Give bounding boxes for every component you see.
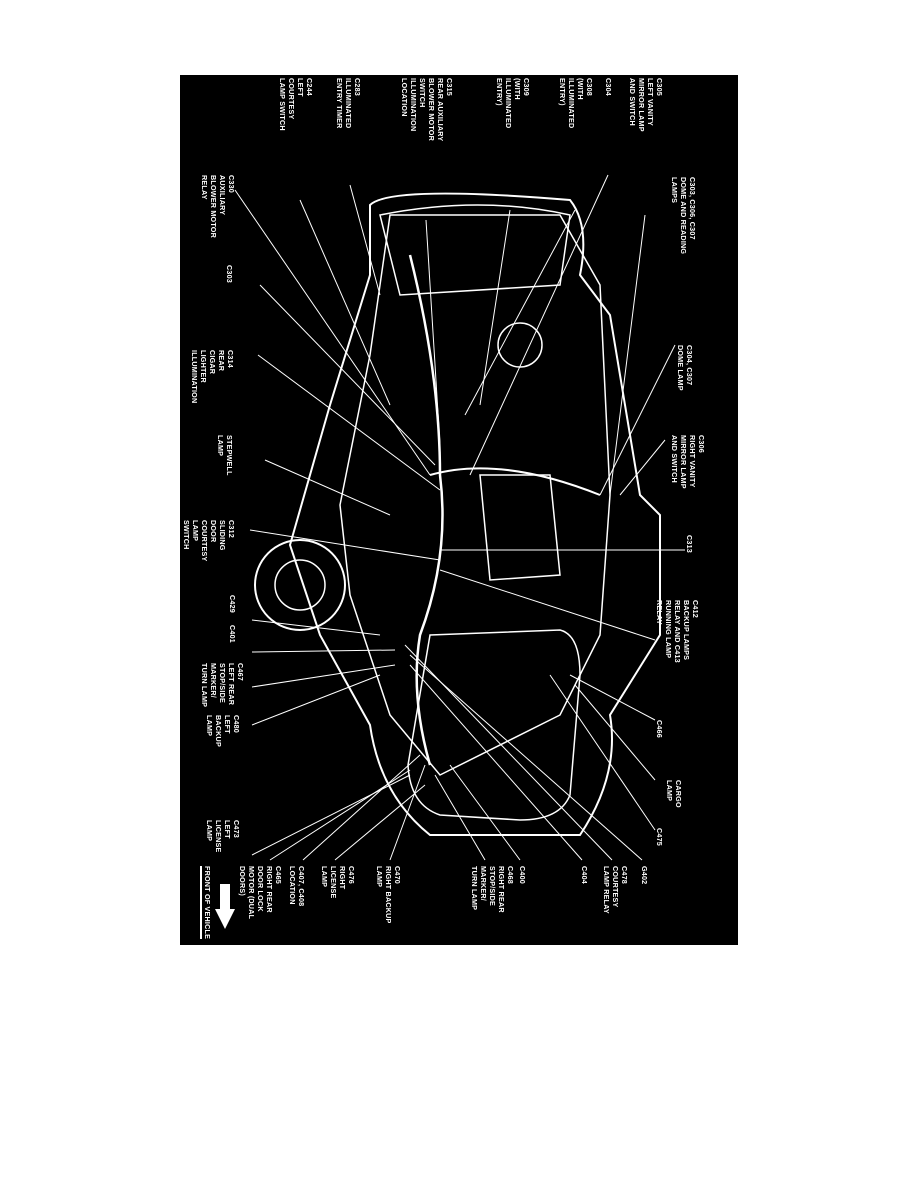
- label-c470: C470 RIGHT BACKUP LAMP: [375, 866, 402, 924]
- label-c303-c306-c307: C303, C306, C307 DOME AND READING LAMPS: [670, 177, 697, 255]
- label-cargo-lamp: CARGO LAMP: [665, 780, 683, 808]
- label-c304-c307: C304, C307 DOME LAMP: [676, 345, 694, 391]
- steering-wheel: [497, 322, 543, 368]
- label-c473: C473 LEFT LICENSE LAMP: [205, 820, 241, 853]
- rear-wheel: [254, 539, 346, 631]
- label-c312: C312 SLIDING DOOR COURTESY LAMP SWITCH: [182, 520, 236, 562]
- roof-line: [339, 214, 611, 776]
- label-g402: G402: [640, 866, 649, 885]
- label-c478: C478 COURTESY LAMP RELAY: [602, 866, 629, 914]
- front-arrow-icon: [215, 884, 235, 929]
- label-stepwell: STEPWELL LAMP: [216, 435, 234, 476]
- vehicle-body: [288, 192, 661, 836]
- label-c306: C306 RIGHT VANITY MIRROR LAMP AND SWITCH: [670, 435, 706, 489]
- cargo-door: [407, 629, 581, 821]
- harness: [408, 254, 444, 766]
- wiring-location-diagram: C305 LEFT VANITY MIRROR LAMP AND SWITCH …: [180, 75, 738, 945]
- label-c330: C330 AUXILIARY BLOWER MOTOR RELAY: [200, 175, 236, 238]
- label-c304: C304: [604, 78, 613, 96]
- label-c476: C476 RIGHT LICENSE LAMP: [320, 866, 356, 899]
- label-c244: C244 LEFT COURTESY LAMP SWITCH: [278, 78, 314, 131]
- label-c412: C412 BACKUP LAMPS RELAY AND C413 RUNNING…: [655, 600, 700, 663]
- front-of-vehicle-label: FRONT OF VEHICLE: [200, 866, 212, 940]
- label-c468: C468 RIGHT REAR STOP/SIDE MARKER/ TURN L…: [470, 866, 515, 913]
- label-c313: C313: [685, 535, 694, 553]
- label-c480: C480 LEFT BACKUP LAMP: [205, 715, 241, 747]
- label-c308: C308 (WITH ILLUMINATED ENTRY): [558, 78, 594, 129]
- label-c309: C309 (WITH ILLUMINATED ENTRY): [495, 78, 531, 129]
- label-c401: C401: [228, 625, 237, 643]
- label-c283: C283 ILLUMINATED ENTRY TIMER: [335, 78, 362, 129]
- label-c315: C315 REAR AUXILIARY BLOWER MOTOR SWITCH …: [400, 78, 454, 142]
- seat: [479, 474, 561, 581]
- label-c466: C466: [655, 720, 664, 738]
- label-c467: C467 LEFT REAR STOP/SIDE MARKER/ TURN LA…: [200, 663, 245, 708]
- label-c314: C314 REAR CIGAR LIGHTER ILLUMINATION: [190, 350, 235, 404]
- windshield: [379, 204, 571, 296]
- label-c429: C429: [228, 595, 237, 613]
- label-c305: C305 LEFT VANITY MIRROR LAMP AND SWITCH: [628, 78, 664, 132]
- leader-lines: [234, 174, 685, 861]
- label-c400: C400: [518, 866, 527, 884]
- label-c475: C475: [655, 828, 664, 846]
- label-c404: C404: [580, 866, 589, 884]
- label-c303: C303: [225, 265, 234, 283]
- label-c465: C465 RIGHT REAR DOOR LOCK MOTOR (DUAL DO…: [238, 866, 283, 920]
- vehicle-illustration: [215, 174, 685, 929]
- label-c407-c408: C407, C408 LOCATION: [288, 866, 306, 907]
